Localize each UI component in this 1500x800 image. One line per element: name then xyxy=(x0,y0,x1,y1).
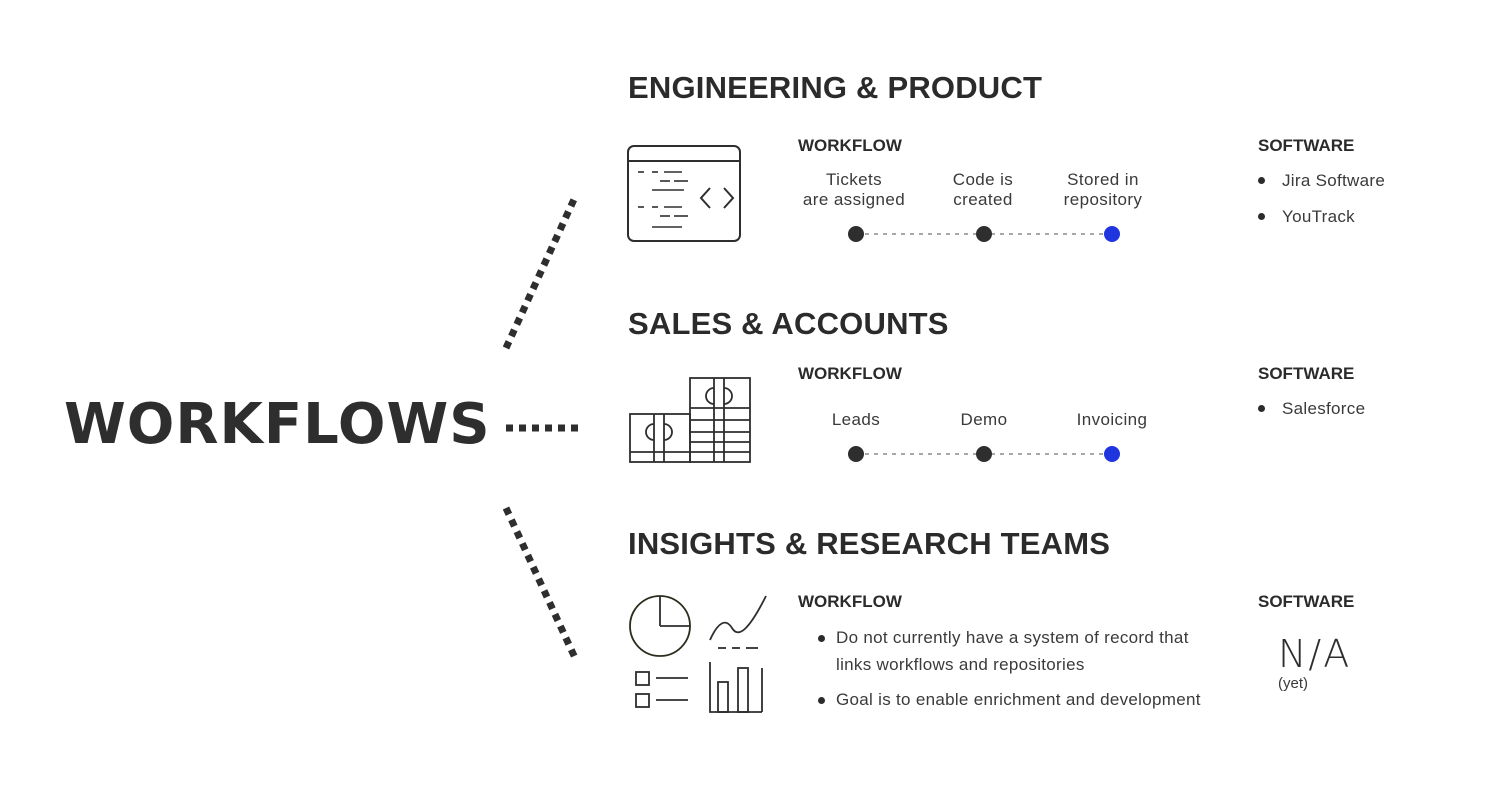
section-title-insights: INSIGHTS & RESEARCH TEAMS xyxy=(628,526,1111,561)
workflow-label-insights: WORKFLOW xyxy=(798,592,902,611)
software-label-engineering: SOFTWARE xyxy=(1258,136,1355,155)
software-list-sales: Salesforce xyxy=(1258,391,1365,427)
workflow-label-sales: WORKFLOW xyxy=(798,364,902,383)
workflow-step-demo: Demo xyxy=(960,410,1008,429)
analytics-icon xyxy=(629,595,767,713)
workflow-step-invoicing: Invoicing xyxy=(1076,410,1148,429)
connector-bottom xyxy=(502,506,580,662)
section-title-engineering: ENGINEERING & PRODUCT xyxy=(628,70,1043,105)
software-item: Jira Software xyxy=(1258,163,1385,199)
connector-top xyxy=(502,193,580,350)
money-stacks-icon xyxy=(629,377,751,463)
software-item: YouTrack xyxy=(1258,199,1385,235)
software-item: Salesforce xyxy=(1258,391,1365,427)
workflow-note: Goal is to enable enrichment and develop… xyxy=(818,686,1228,713)
workflow-step-leads: Leads xyxy=(831,410,881,429)
timeline-node xyxy=(976,446,992,462)
software-list-engineering: Jira Software YouTrack xyxy=(1258,163,1385,235)
timeline-node xyxy=(976,226,992,242)
code-window-icon xyxy=(627,145,741,242)
timeline-node xyxy=(848,226,864,242)
software-label-insights: SOFTWARE xyxy=(1258,592,1355,611)
workflow-timeline-sales xyxy=(848,446,1120,462)
timeline-node-final xyxy=(1104,226,1120,242)
timeline-node-final xyxy=(1104,446,1120,462)
section-title-sales: SALES & ACCOUNTS xyxy=(628,306,949,341)
main-title: WORKFLOWS xyxy=(64,392,491,457)
software-label-sales: SOFTWARE xyxy=(1258,364,1355,383)
workflow-timeline-engineering xyxy=(848,226,1120,242)
workflow-note: Do not currently have a system of record… xyxy=(818,624,1228,678)
software-na-note: (yet) xyxy=(1278,675,1308,692)
software-na-value: N/A xyxy=(1278,632,1352,676)
workflow-label-engineering: WORKFLOW xyxy=(798,136,902,155)
timeline-node xyxy=(848,446,864,462)
workflow-notes-insights: Do not currently have a system of record… xyxy=(818,624,1228,721)
